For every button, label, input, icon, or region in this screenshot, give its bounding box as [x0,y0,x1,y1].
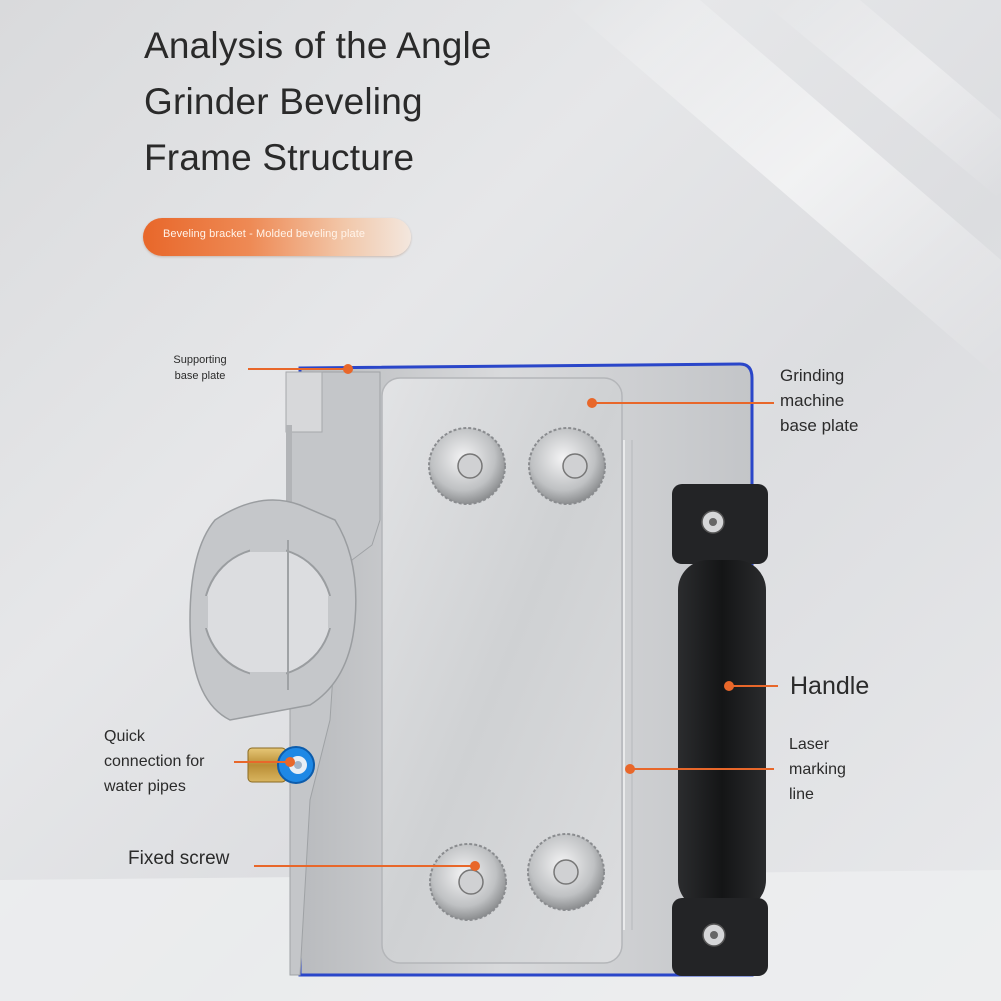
title-line-1: Analysis of the Angle [144,25,492,66]
label-fixed-screw: Fixed screw [128,848,230,869]
label-text: Laser [789,736,830,753]
label-handle: Handle [790,672,870,700]
screw-top-left [428,427,506,505]
label-text: marking [789,761,846,778]
label-text: base plate [174,370,226,382]
screw-bottom-right [527,833,605,911]
title-line-3: Frame Structure [144,137,415,178]
section-badge-text: Beveling bracket - Molded beveling plate [163,228,366,240]
callout-dot-support [343,364,353,374]
label-text: line [789,786,814,803]
label-text: Grinding [780,366,845,385]
label-text: connection for [104,753,205,770]
screw-bottom-left [429,843,507,921]
label-quick-connection: Quick connection for water pipes [104,724,254,799]
handle-shape [672,484,768,976]
callout-dot-grinding [587,398,597,408]
label-text: base plate [780,416,859,435]
water-quick-connector [247,746,315,784]
label-text: machine [780,391,845,410]
callout-dot-fixed [470,861,480,871]
section-badge: Beveling bracket - Molded beveling plate [143,218,411,256]
beveling-plate-shape [381,377,633,964]
label-laser-marking-line: Laser marking line [789,732,909,807]
callout-dot-quick [285,757,295,767]
page-title: Analysis of the Angle Grinder Beveling F… [144,18,564,186]
callout-lines [234,364,778,871]
callout-dot-handle [724,681,734,691]
knurled-screws [428,427,606,921]
title-line-2: Grinder Beveling [144,81,423,122]
grinder-mount-ring [189,499,357,721]
label-text: Quick [104,728,145,745]
label-grinding-machine-base-plate: Grinding machine base plate [780,363,920,438]
label-text: Supporting [173,354,227,366]
label-text: water pipes [104,778,186,795]
screw-top-right [528,427,606,505]
callout-dot-laser [625,764,635,774]
label-supporting-base-plate: Supporting base plate [160,352,240,384]
